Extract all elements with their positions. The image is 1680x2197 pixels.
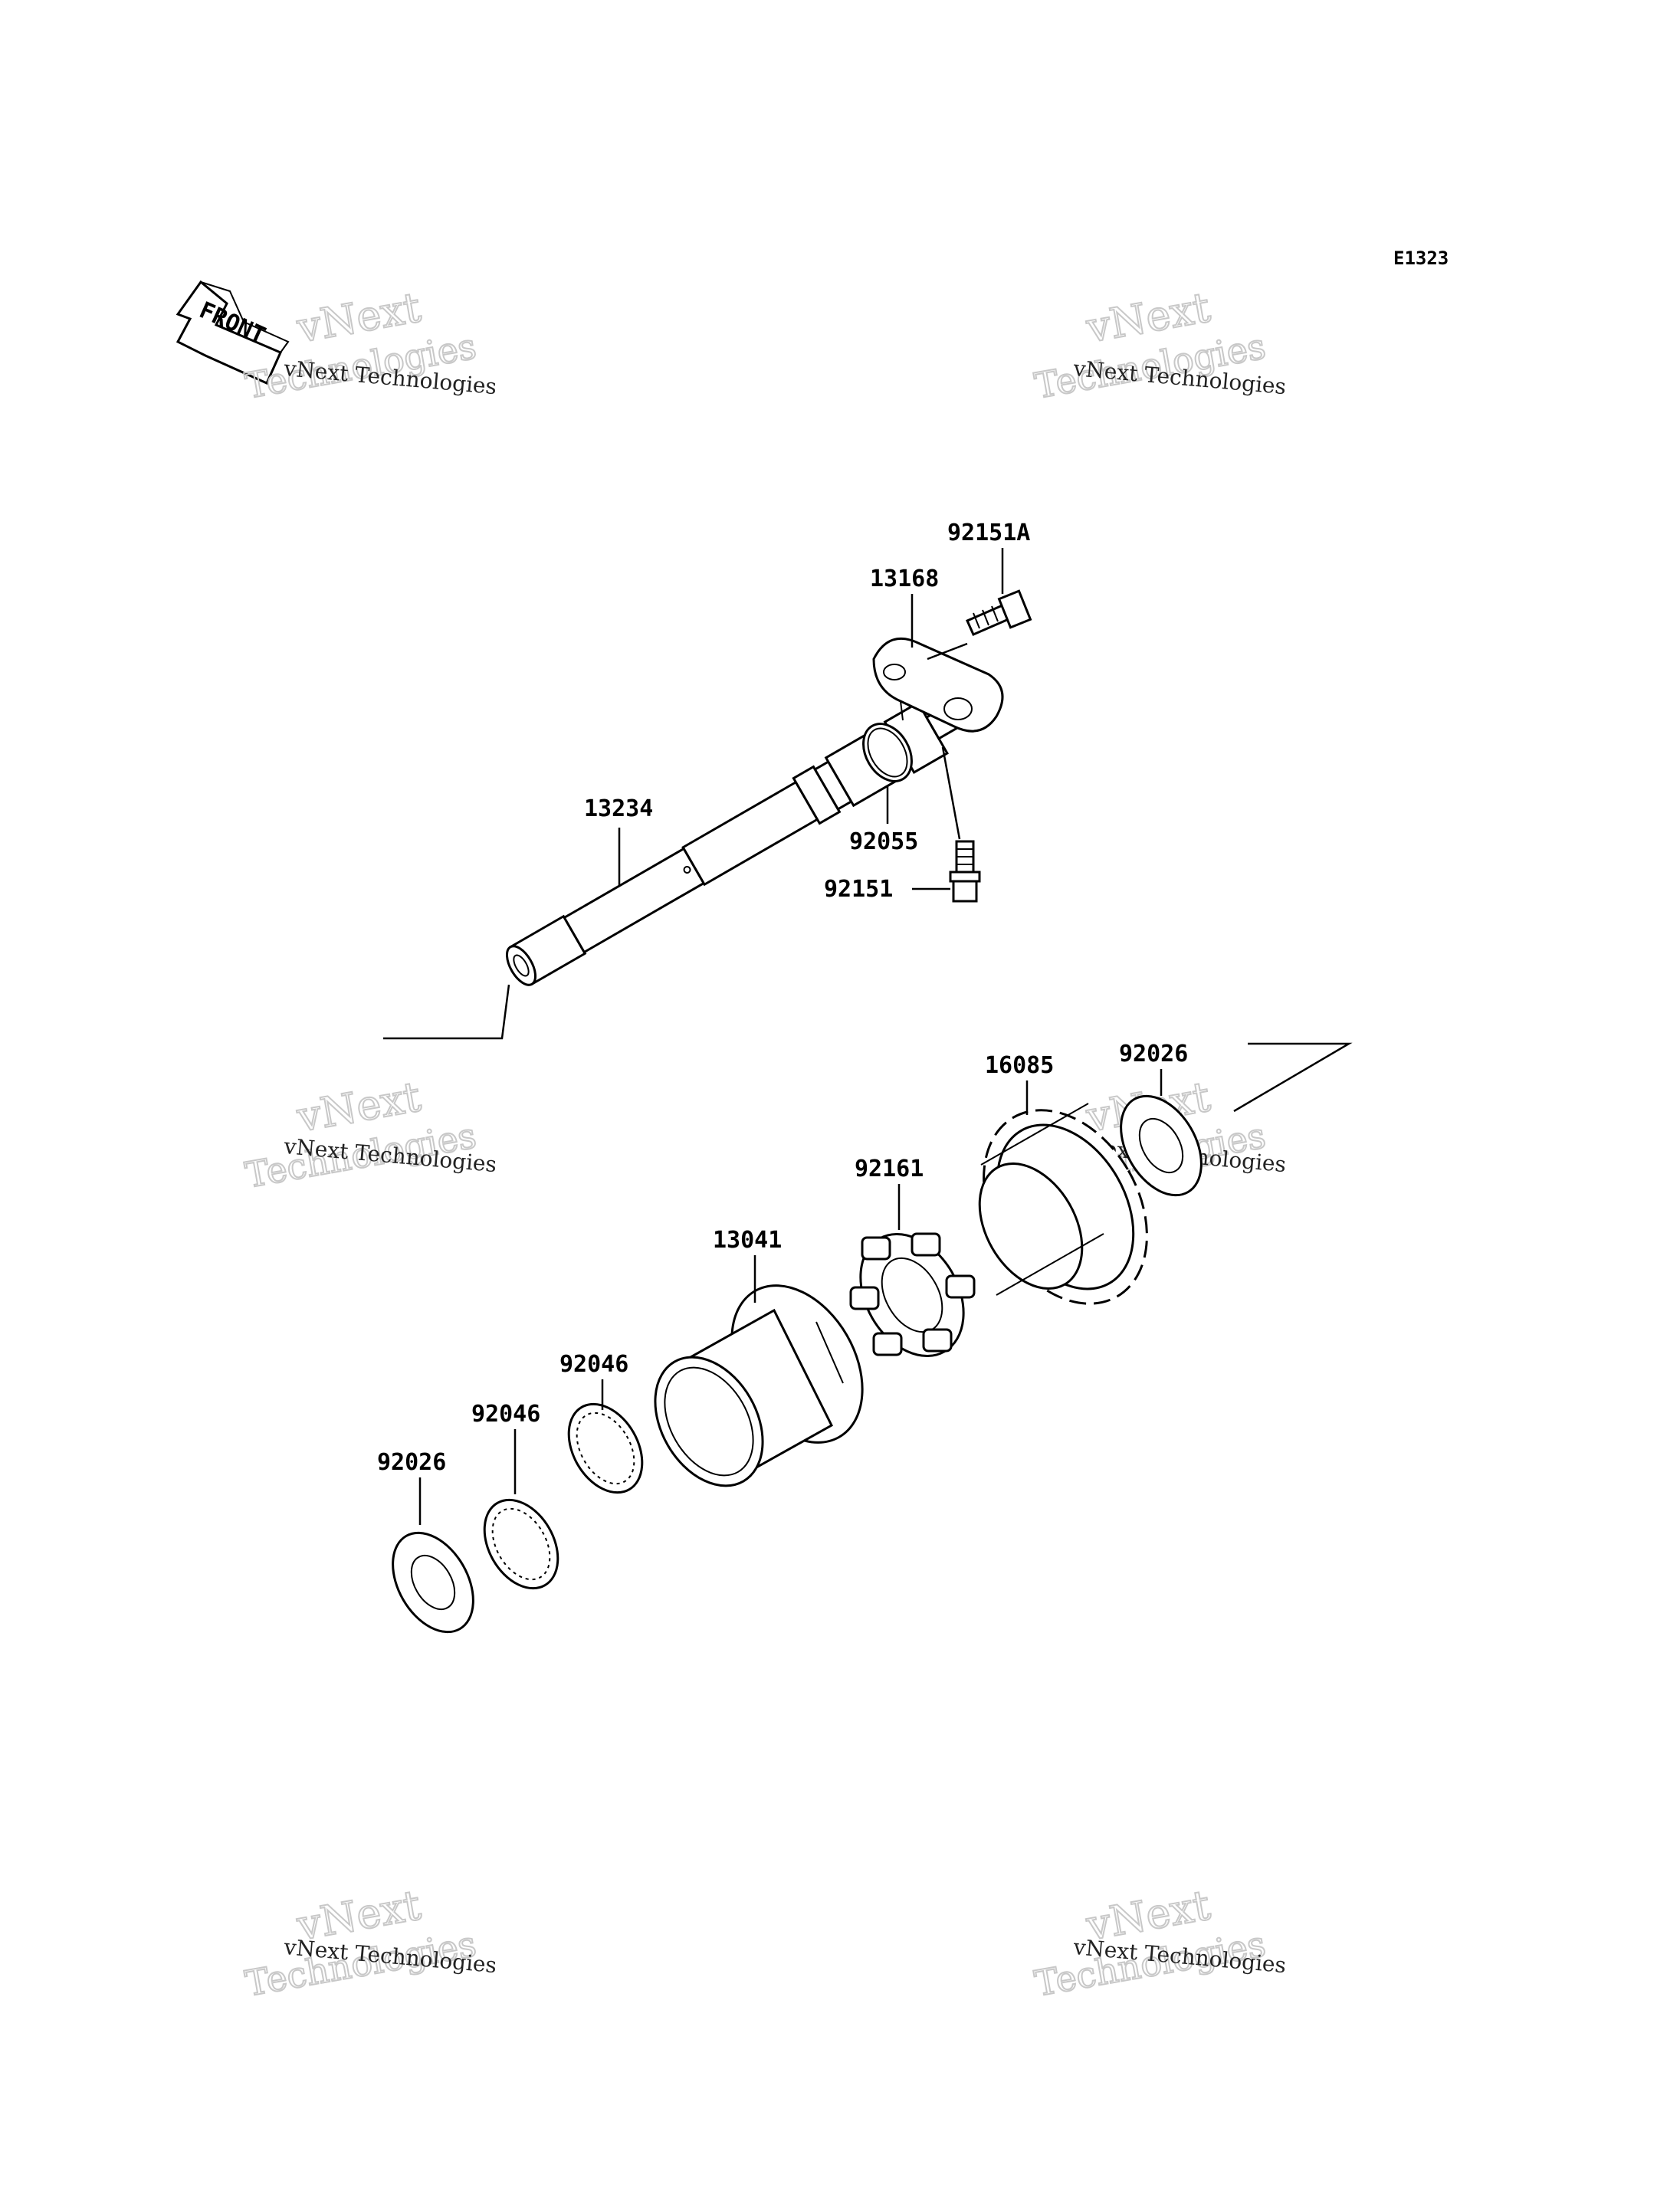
needle-bearing-92046-b	[483, 1498, 559, 1590]
label-92046-a: 92046	[559, 1351, 628, 1378]
label-92026-top: 92026	[1119, 1041, 1188, 1067]
label-13234: 13234	[584, 795, 653, 822]
bolt-92151	[949, 840, 981, 903]
washer-92026-bottom	[392, 1531, 474, 1634]
o-ring-92055	[862, 723, 913, 782]
label-13041: 13041	[713, 1227, 782, 1254]
diagram-code: E1323	[1393, 248, 1449, 269]
hub-13041	[654, 1284, 864, 1487]
reference-line-right	[1233, 1042, 1353, 1113]
watermark-bottom-right: vNext Technologies	[1031, 1880, 1269, 2005]
label-16085: 16085	[985, 1052, 1054, 1079]
washer-92026-top	[1120, 1094, 1203, 1197]
bolt-92151A	[966, 589, 1032, 636]
label-92055: 92055	[849, 828, 918, 855]
label-92151A: 92151A	[947, 520, 1030, 546]
needle-bearing-92046-a	[567, 1402, 644, 1494]
watermark-mid-left: vNext Technologies	[241, 1071, 480, 1196]
label-92026-bottom: 92026	[377, 1449, 446, 1476]
damper-92161	[849, 1232, 976, 1357]
leader-92151-dash	[941, 746, 961, 840]
label-92046-b: 92046	[471, 1401, 540, 1428]
label-92161: 92161	[855, 1156, 924, 1182]
reference-line-left	[383, 984, 510, 1040]
watermark-bottom-left: vNext Technologies	[241, 1880, 480, 2005]
gear-16085	[978, 1103, 1148, 1305]
leader-92151A-dash	[927, 642, 968, 661]
label-13168: 13168	[870, 566, 939, 592]
lever-13168	[872, 637, 1004, 733]
label-92151: 92151	[824, 876, 893, 903]
